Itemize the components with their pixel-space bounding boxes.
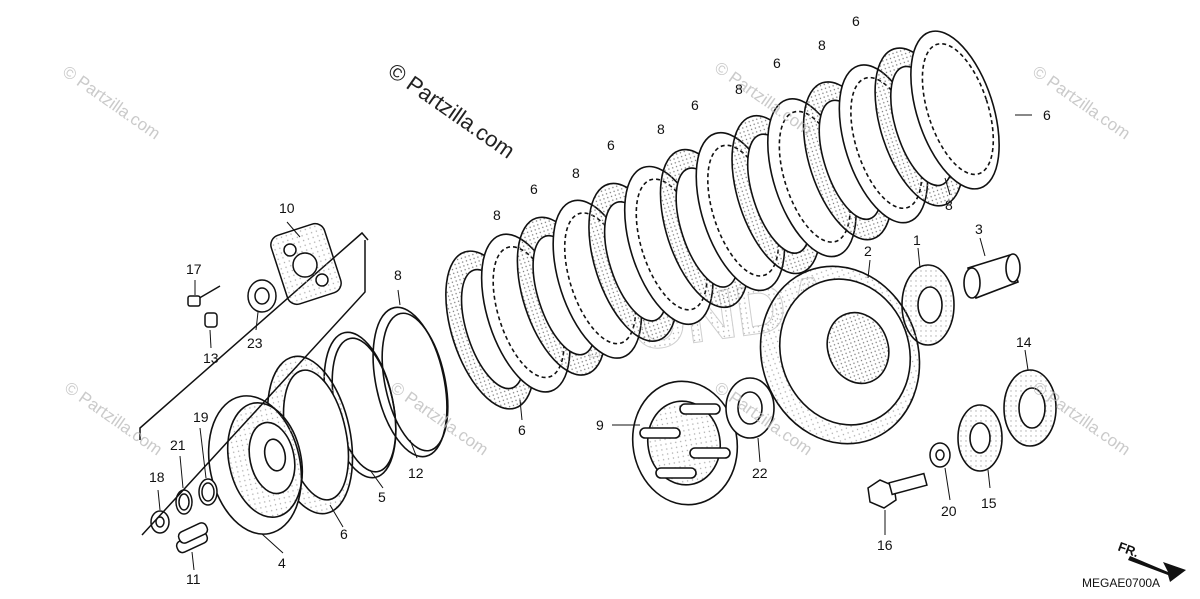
callout-10[interactable]: 10 bbox=[279, 200, 295, 216]
callout-12[interactable]: 12 bbox=[408, 465, 424, 481]
leader-lines bbox=[157, 114, 1032, 571]
callout-1[interactable]: 1 bbox=[913, 232, 921, 248]
callout-15[interactable]: 15 bbox=[981, 495, 997, 511]
clutch-plate-9 bbox=[631, 380, 739, 506]
callout-6[interactable]: 6 bbox=[530, 181, 538, 197]
callout-8[interactable]: 8 bbox=[735, 81, 743, 97]
callout-8[interactable]: 8 bbox=[394, 267, 402, 283]
thrust-washer bbox=[725, 377, 775, 439]
clutch-plate-splines bbox=[921, 42, 995, 176]
outer-guide-collar bbox=[963, 253, 1021, 300]
clutch-center bbox=[207, 395, 304, 535]
callout-21[interactable]: 21 bbox=[170, 437, 186, 453]
callout-8[interactable]: 8 bbox=[945, 197, 953, 213]
diagram-code: MEGAE0700A bbox=[1082, 576, 1161, 590]
callout-22[interactable]: 22 bbox=[752, 465, 768, 481]
callout-6[interactable]: 6 bbox=[1043, 107, 1051, 123]
callout-13[interactable]: 13 bbox=[203, 350, 219, 366]
clutch-outer bbox=[759, 265, 921, 445]
lifter-subassembly bbox=[139, 222, 369, 536]
front-direction-arrow-icon bbox=[1128, 556, 1186, 582]
callout-14[interactable]: 14 bbox=[1016, 334, 1032, 350]
callout-5[interactable]: 5 bbox=[378, 489, 386, 505]
callout-2[interactable]: 2 bbox=[864, 243, 872, 259]
callout-9[interactable]: 9 bbox=[596, 417, 604, 433]
callout-11[interactable]: 11 bbox=[186, 571, 201, 587]
callout-19[interactable]: 19 bbox=[193, 409, 209, 425]
clutch-plate-stack bbox=[445, 30, 1000, 410]
oil-pump-drive-sprocket bbox=[901, 264, 955, 346]
callout-20[interactable]: 20 bbox=[941, 503, 957, 519]
callout-6[interactable]: 6 bbox=[518, 422, 526, 438]
callout-23[interactable]: 23 bbox=[247, 335, 263, 351]
flange-bolt bbox=[867, 472, 928, 509]
primary-drive-gear bbox=[1003, 369, 1057, 447]
callout-6[interactable]: 6 bbox=[607, 137, 615, 153]
callout-16[interactable]: 16 bbox=[877, 537, 893, 553]
small-hardware bbox=[150, 478, 218, 554]
callout-8[interactable]: 8 bbox=[818, 37, 826, 53]
callout-3[interactable]: 3 bbox=[975, 221, 983, 237]
callout-8[interactable]: 8 bbox=[657, 121, 665, 137]
callout-18[interactable]: 18 bbox=[149, 469, 165, 485]
callout-17[interactable]: 17 bbox=[186, 261, 202, 277]
callout-4[interactable]: 4 bbox=[278, 555, 286, 571]
callout-8[interactable]: 8 bbox=[572, 165, 580, 181]
callout-6[interactable]: 6 bbox=[773, 55, 781, 71]
callout-8[interactable]: 8 bbox=[493, 207, 501, 223]
oil-pump-sprocket-15 bbox=[957, 404, 1003, 472]
washer-20 bbox=[929, 442, 951, 468]
callout-6[interactable]: 6 bbox=[852, 13, 860, 29]
callout-6[interactable]: 6 bbox=[691, 97, 699, 113]
callout-7[interactable]: 6 bbox=[340, 526, 348, 542]
